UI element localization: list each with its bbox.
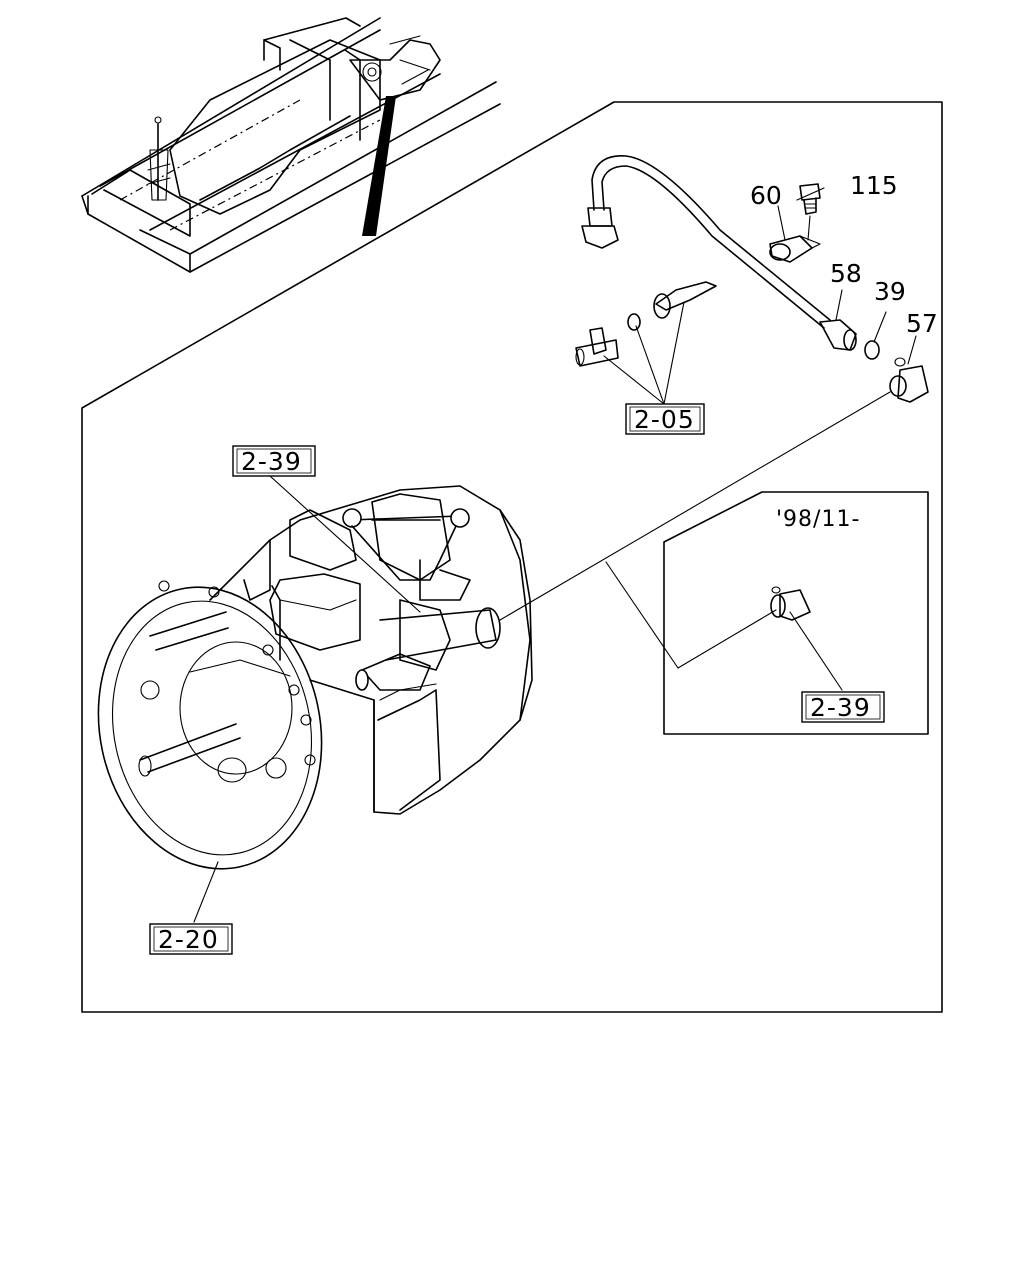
air-hose-illustration [575, 155, 929, 403]
reference-box-2-39-inset: 2-39 [801, 691, 885, 723]
inset-panel [663, 491, 929, 735]
transmission-assembly-illustration [97, 485, 533, 870]
reference-label-2-05: 2-05 [634, 405, 695, 434]
inset-date-label: '98/11- [776, 507, 860, 532]
part-number-39: 39 [874, 277, 906, 306]
reference-label-2-20: 2-20 [158, 925, 219, 954]
part-number-60: 60 [750, 181, 782, 210]
reference-label-2-39-inset: 2-39 [810, 693, 871, 722]
reference-box-2-05: 2-05 [625, 403, 705, 435]
part-number-58: 58 [830, 259, 862, 288]
part-number-115: 115 [850, 171, 898, 200]
reference-box-2-39-main: 2-39 [232, 445, 316, 477]
chassis-overview-illustration [81, 17, 501, 273]
leader-lines [193, 187, 917, 923]
reference-box-2-20: 2-20 [149, 923, 233, 955]
reference-label-2-39-main: 2-39 [241, 447, 302, 476]
detail-frame [81, 101, 943, 1013]
part-number-57: 57 [906, 309, 938, 338]
